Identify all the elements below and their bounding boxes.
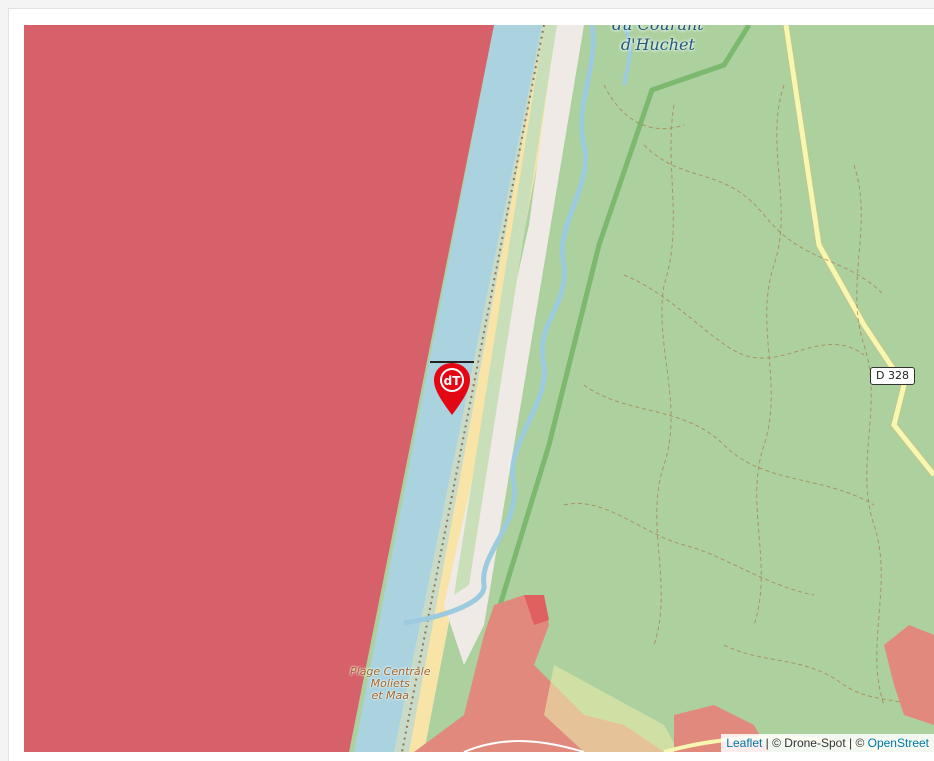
map-pin-icon: dT <box>430 361 474 415</box>
beach-label-line1: Plage Centrale <box>350 665 431 678</box>
place-label-line2: d'Huchet <box>620 35 695 54</box>
restricted-zone <box>24 25 494 752</box>
place-label-line1: du Courant <box>612 25 704 35</box>
openstreetmap-link[interactable]: OpenStreet <box>867 736 929 750</box>
attribution-text: | © Drone-Spot | © <box>762 736 868 750</box>
map-tiles <box>24 25 934 752</box>
beach-label: Plage Centrale Moliets et Maa <box>350 666 431 702</box>
leaflet-link[interactable]: Leaflet <box>726 736 763 750</box>
road-shield: D 328 <box>870 367 915 385</box>
place-label: du Courant d'Huchet <box>612 25 704 55</box>
beach-label-line2: Moliets <box>370 677 410 690</box>
river <box>403 25 596 626</box>
beach-label-line3: et Maa <box>371 689 410 702</box>
marker-text: dT <box>444 374 462 388</box>
map-attribution: Leaflet | © Drone-Spot | © OpenStreet <box>721 734 934 752</box>
drone-spot-marker[interactable]: dT <box>428 359 476 417</box>
map-view[interactable]: du Courant d'Huchet Plage Centrale Molie… <box>24 25 934 752</box>
